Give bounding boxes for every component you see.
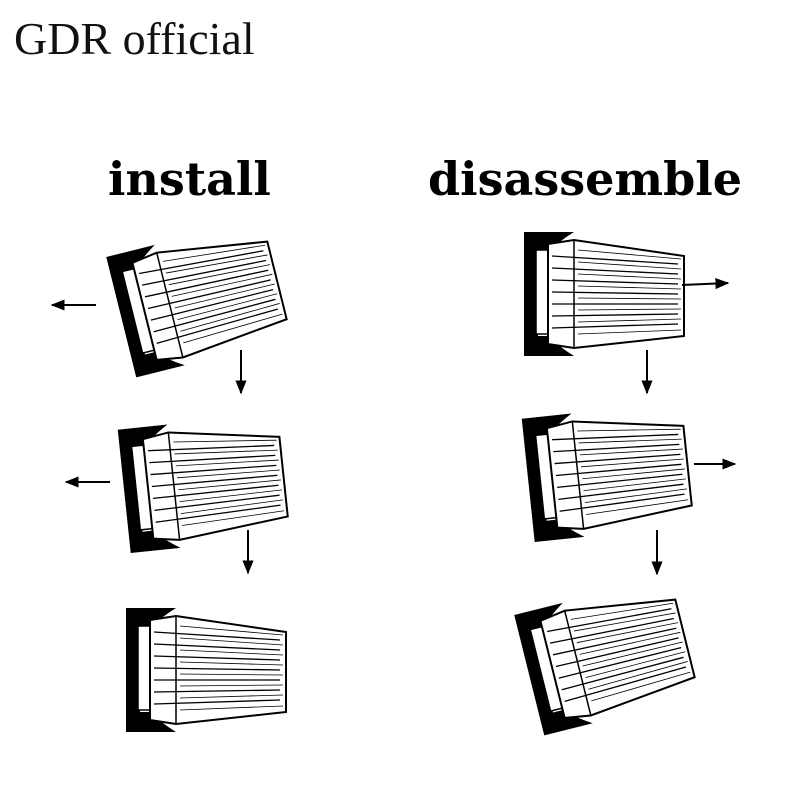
disassemble-step-2 <box>520 401 695 544</box>
install-step-2 <box>116 412 291 555</box>
install-step-1 <box>105 217 293 379</box>
collet-icon <box>523 231 685 357</box>
collet-icon <box>513 575 701 737</box>
install-heading: install <box>108 152 271 206</box>
collet-icon <box>116 412 291 555</box>
disassemble-heading: disassemble <box>428 152 742 206</box>
disassemble-step-1 <box>523 231 685 357</box>
collet-icon <box>105 217 293 379</box>
collet-icon <box>520 401 695 544</box>
brand-watermark: GDR official <box>14 13 255 64</box>
arrow-right-icon <box>681 277 730 290</box>
collet-icon <box>125 607 287 733</box>
install-step-3 <box>125 607 287 733</box>
disassemble-step-3 <box>513 575 701 737</box>
